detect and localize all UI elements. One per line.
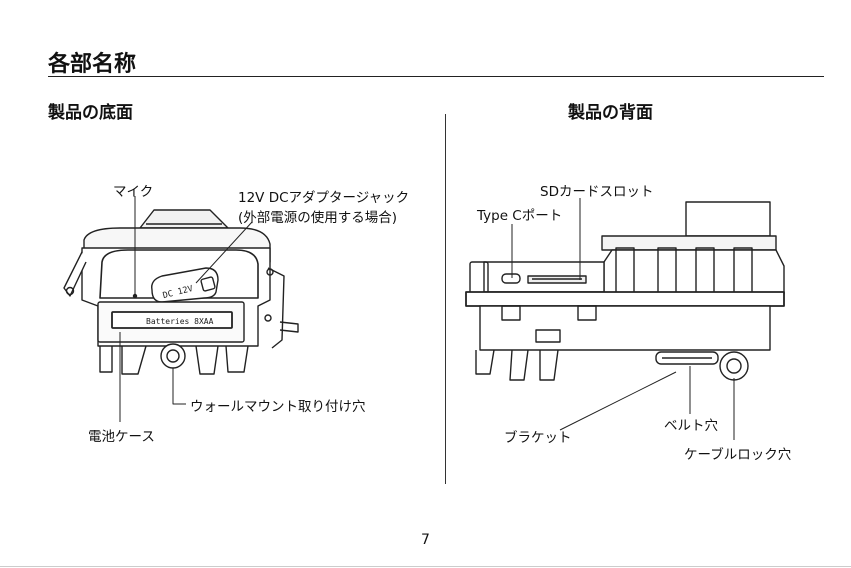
label-usb-c-port: Type Cポート bbox=[477, 204, 562, 224]
label-belt-hole: ベルト穴 bbox=[664, 414, 718, 434]
page-number: 7 bbox=[421, 532, 430, 548]
camera-back-illustration bbox=[466, 202, 784, 380]
label-dc-jack-note: (外部電源の使用する場合) bbox=[238, 206, 397, 226]
label-sd-slot: SDカードスロット bbox=[540, 180, 653, 200]
label-bracket: ブラケット bbox=[504, 426, 572, 446]
label-cable-lock-hole: ケーブルロック穴 bbox=[684, 443, 791, 463]
battery-print: Batteries 8XAA bbox=[146, 317, 214, 326]
label-battery-case: 電池ケース bbox=[88, 425, 155, 445]
label-dc-jack: 12V DCアダプタージャック bbox=[238, 186, 409, 206]
label-mic: マイク bbox=[113, 180, 153, 200]
label-wall-mount-hole: ウォールマウント取り付け穴 bbox=[190, 395, 366, 415]
footer-rule bbox=[0, 566, 851, 567]
